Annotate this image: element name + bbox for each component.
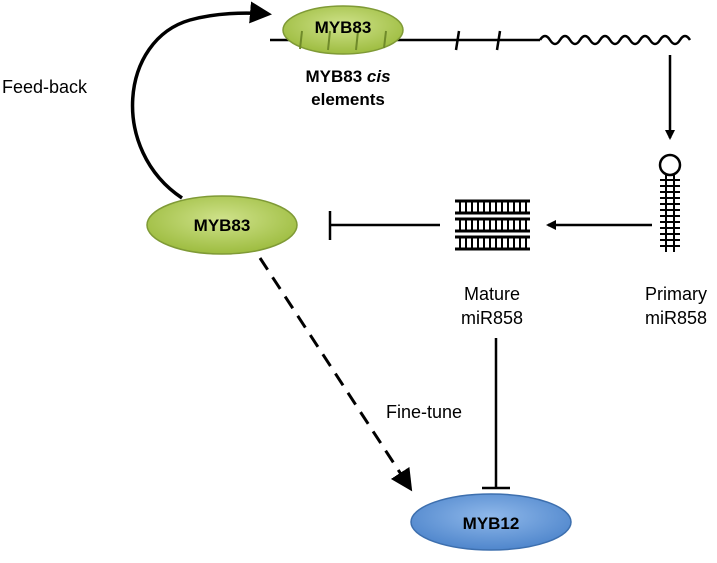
myb12-ellipse — [410, 493, 572, 551]
mir858-inhibits-myb12 — [482, 338, 510, 490]
cis-element-tick — [299, 30, 303, 50]
myb83-gene-node: MYB83 — [282, 5, 404, 55]
primary-mir858-label: Primary — [645, 284, 707, 304]
cis-element-tick — [495, 30, 502, 51]
myb12-node: MYB12 — [410, 493, 572, 551]
primary-mir858-label-line2: miR858 — [645, 308, 707, 328]
finetune-label: Fine-tune — [386, 402, 462, 422]
myb83-gene-ellipse — [282, 5, 404, 55]
myb83-protein-label: MYB83 — [194, 216, 251, 235]
mature-mir858-duplex-icon — [455, 199, 530, 251]
primary-mir858-hairpin-icon — [658, 153, 682, 252]
myb83-gene-label: MYB83 — [315, 18, 372, 37]
mature-mir858-label: Mature — [464, 284, 520, 304]
cis-elements-label-line2: elements — [311, 90, 385, 109]
finetune-arrow — [258, 257, 413, 492]
cis-element-tick — [327, 30, 331, 51]
feedback-arrow — [130, 1, 272, 200]
mir858-inhibits-myb83 — [328, 211, 440, 240]
cis-element-tick — [355, 30, 359, 51]
myb83-protein-node: MYB83 — [146, 195, 298, 255]
feedback-label: Feed-back — [2, 77, 88, 97]
cis-elements-label: MYB83 cis — [305, 67, 390, 86]
myb12-label: MYB12 — [463, 514, 520, 533]
cis-element-tick — [383, 30, 387, 49]
myb83-protein-ellipse — [146, 195, 298, 255]
mature-mir858-label-line2: miR858 — [461, 308, 523, 328]
cis-element-tick — [454, 30, 461, 51]
primary-transcript-wave — [538, 34, 692, 46]
